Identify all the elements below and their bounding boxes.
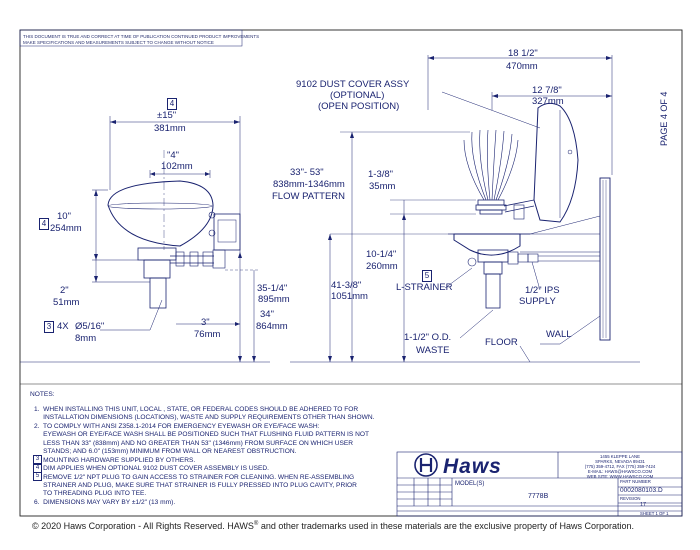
wall-label: WALL [546, 329, 572, 340]
flow-range-mm: 838mm-1346mm [273, 179, 345, 190]
supply-size: 1/2" IPS [525, 285, 560, 296]
note-box-5: 5 [33, 472, 42, 481]
mount-dia: Ø5/16" [75, 321, 105, 332]
projection-mm: 327mm [532, 96, 564, 107]
address-block: 1455 KLEPPE LANE SPARKS, NEVADA 89431 (7… [584, 454, 656, 479]
side-view [290, 55, 640, 363]
notes-title: NOTES: [30, 391, 55, 398]
drain-mm: 76mm [194, 329, 221, 340]
bowl-height-in: 10-1/4" [366, 249, 397, 260]
floor-height-in: 34" [260, 309, 274, 320]
waste-label: WASTE [416, 345, 450, 356]
bowl-height-mm: 260mm [366, 261, 398, 272]
revision-label: REVISION [620, 496, 641, 501]
waste-size: 1-1/2" O.D. [404, 332, 452, 343]
note-3: MOUNTING HARDWARE SUPPLIED BY OTHERS. [34, 456, 196, 464]
disclaimer-line-2: MAKE SPECIFICATIONS AND MEASUREMENTS SUB… [23, 39, 214, 45]
copyright-footer: © 2020 Haws Corporation - All Rights Res… [32, 521, 634, 531]
note-6: 6. DIMENSIONS MAY VARY BY ±1/2" (13 mm). [34, 498, 176, 506]
mount-mm: 8mm [75, 333, 97, 344]
title-block [396, 451, 683, 517]
height-mm: 254mm [50, 223, 82, 234]
note-4: DIM APPLIES WHEN OPTIONAL 9102 DUST COVE… [34, 465, 270, 473]
note-2: 2. TO COMPLY WITH ANSI Z358.1-2014 FOR E… [34, 422, 369, 456]
projection-in: 12 7/8" [532, 85, 562, 96]
offset-in: 2" [60, 285, 69, 296]
bowl-in: "4" [167, 150, 180, 161]
mount-height-mm: 895mm [258, 294, 290, 305]
model-label: MODEL(S) [455, 481, 485, 487]
disclaimer-line-1: THIS DOCUMENT IS TRUE AND CORRECT AT TIM… [23, 34, 260, 39]
note-ref-box: 3 [44, 321, 54, 333]
depth-mm: 470mm [506, 61, 538, 72]
floor-height-mm: 864mm [256, 321, 288, 332]
nozzle-in: 1-3/8" [368, 169, 394, 180]
width-in: ±15" [157, 110, 177, 121]
cover-title: 9102 DUST COVER ASSY [296, 79, 410, 90]
note-ref-box: 5 [422, 270, 432, 282]
part-number: 0002080103.D [620, 487, 663, 494]
model-number: 7778B [528, 493, 549, 500]
nozzle-mm: 35mm [369, 181, 396, 192]
note-5: REMOVE 1/2" NPT PLUG TO GAIN ACCESS TO S… [34, 473, 357, 498]
mount-height-in: 35-1/4" [257, 283, 288, 294]
page-label: PAGE 4 OF 4 [659, 91, 669, 146]
mount-qty: 4X [57, 321, 69, 332]
sheet-frame [19, 29, 683, 517]
width-mm: 381mm [154, 123, 186, 134]
sheet-number: SHEET 1 OF 1 [640, 511, 669, 516]
height-in: 10" [57, 211, 71, 222]
front-view [20, 116, 270, 363]
disclaimer-box [19, 29, 243, 47]
part-label: PART NUMBER [620, 479, 651, 484]
strainer-label: L-STRAINER [396, 282, 453, 293]
note-ref-box: 4 [39, 218, 49, 230]
cover-optional: (OPTIONAL) [330, 90, 385, 101]
bowl-mm: 102mm [161, 161, 193, 172]
note-ref-box: 4 [167, 98, 177, 110]
total-height-in: 41-3/8" [331, 280, 362, 291]
cover-position: (OPEN POSITION) [318, 101, 400, 112]
brand-logo-text: Haws [443, 455, 502, 478]
note-1: 1. WHEN INSTALLING THIS UNIT, LOCAL , ST… [34, 406, 375, 422]
drain-in: 3" [201, 317, 210, 328]
flow-range-in: 33"- 53" [290, 167, 324, 178]
depth-in: 18 1/2" [508, 48, 538, 59]
flow-pattern-label: FLOW PATTERN [272, 191, 346, 202]
floor-label: FLOOR [485, 337, 518, 348]
supply-label: SUPPLY [519, 296, 556, 307]
offset-mm: 51mm [53, 297, 80, 308]
revision-number: 17 [640, 502, 647, 508]
total-height-mm: 1051mm [331, 291, 368, 302]
notes-list: 1. WHEN INSTALLING THIS UNIT, LOCAL , ST… [34, 406, 374, 507]
